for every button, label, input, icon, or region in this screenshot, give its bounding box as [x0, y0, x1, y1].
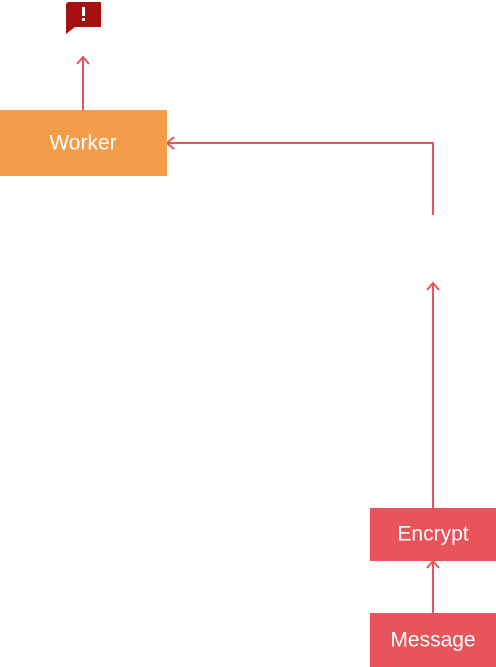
node-worker-label: Worker: [49, 132, 116, 155]
alert-badge: [66, 2, 101, 34]
edge-encrypt-to-worker: [165, 136, 440, 508]
edge-worker-to-alert: [76, 55, 90, 110]
node-message-label: Message: [390, 629, 475, 652]
node-message: Message: [370, 613, 496, 667]
node-encrypt: Encrypt: [370, 508, 496, 561]
node-message-box: [370, 613, 496, 667]
node-worker-box: [0, 110, 167, 176]
alert-exclamation-dot: [82, 18, 85, 21]
node-encrypt-box: [370, 508, 496, 561]
node-worker: Worker: [0, 110, 167, 176]
alert-exclamation-bar: [82, 7, 85, 16]
node-encrypt-label: Encrypt: [397, 523, 468, 546]
edge-message-to-encrypt: [426, 559, 440, 613]
